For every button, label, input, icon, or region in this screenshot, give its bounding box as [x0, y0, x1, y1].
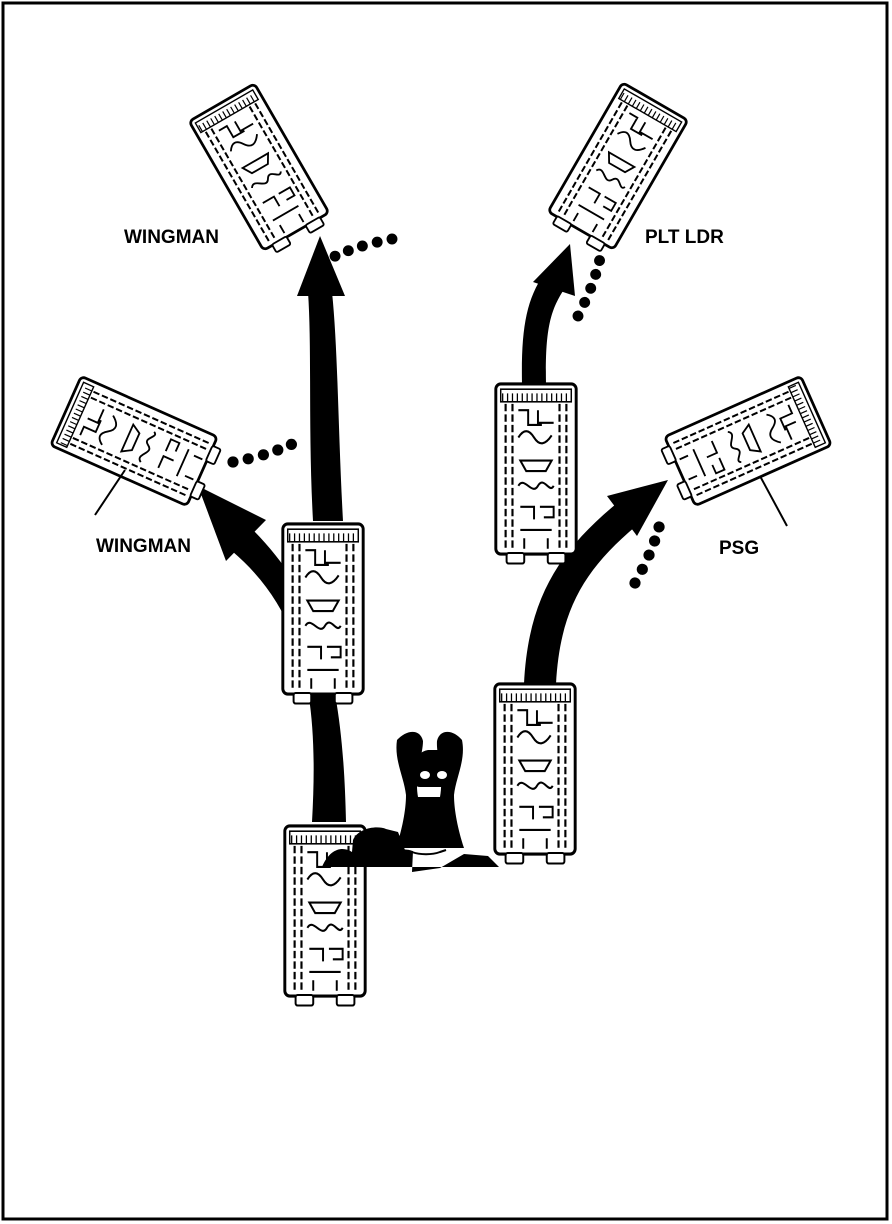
tank-icon-psg — [655, 374, 833, 511]
tank-icon-start-right — [493, 682, 577, 866]
tank-icon-mid-left — [281, 522, 365, 706]
label-wingman-left: WINGMAN — [96, 536, 191, 557]
label-wingman-top: WINGMAN — [124, 227, 219, 248]
arrow-to-left-wingman — [198, 486, 346, 822]
leader-line-psg — [759, 475, 788, 527]
signaler-icon — [322, 731, 499, 872]
label-plt-ldr: PLT LDR — [645, 227, 724, 248]
tank-icon-mid-right — [494, 382, 578, 566]
arrow-to-plt-ldr — [521, 244, 575, 384]
dust-trail-wingman-top — [329, 233, 398, 262]
dust-trail-wingman-left — [227, 438, 297, 468]
label-psg: PSG — [719, 538, 759, 559]
leader-line-wingman-left — [94, 469, 126, 516]
signaler-fist-highlights — [420, 771, 447, 779]
tank-icon-wingman-left — [49, 374, 227, 511]
arrow-to-psg — [524, 480, 668, 684]
arrow-to-top-wingman — [297, 236, 345, 521]
